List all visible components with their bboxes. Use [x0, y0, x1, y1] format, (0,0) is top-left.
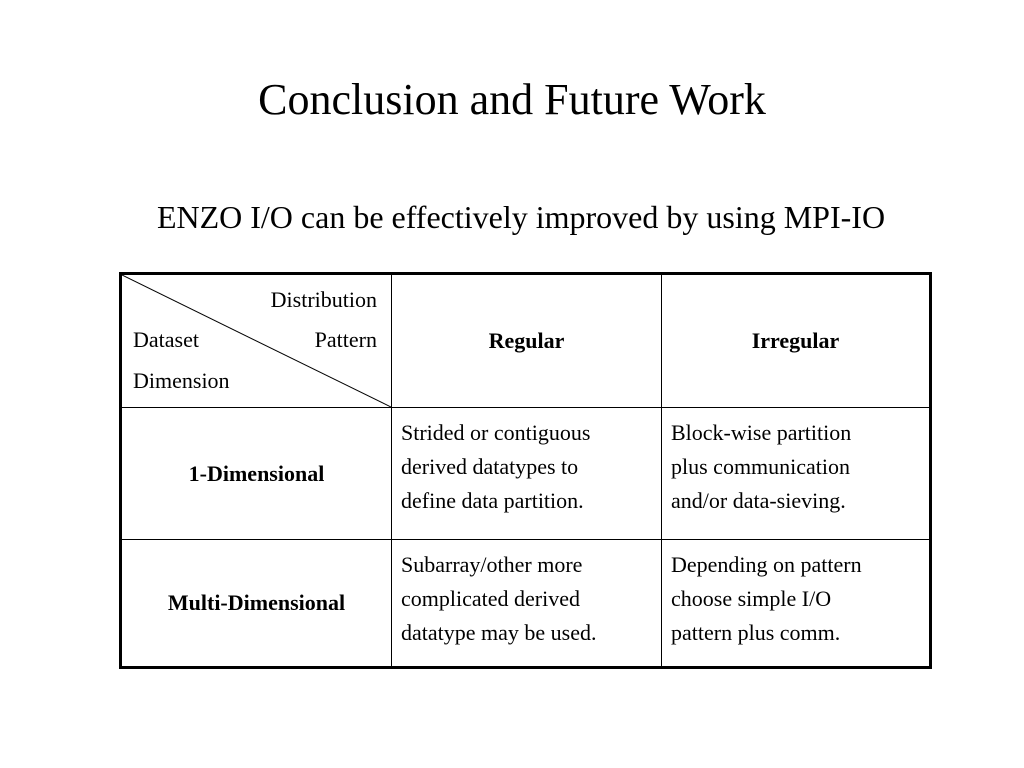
- table-cell-1d-irregular: Block-wise partition plus communication …: [662, 408, 929, 540]
- table-cell-1d-regular: Strided or contiguous derived datatypes …: [392, 408, 662, 540]
- cell-line: datatype may be used.: [401, 620, 597, 645]
- row-header-label: Multi-Dimensional: [167, 590, 346, 615]
- row-header-label: 1-Dimensional: [188, 460, 325, 486]
- cell-line: define data partition.: [401, 488, 584, 513]
- row-header-1d: 1-Dimensional: [122, 408, 392, 540]
- cell-line: plus communication: [671, 454, 851, 479]
- corner-label-dataset: Dataset: [133, 327, 199, 352]
- table-cell-multi-d-regular: Subarray/other more complicated derived …: [392, 540, 662, 666]
- column-header-regular: Regular: [392, 275, 662, 408]
- cell-line: choose simple I/O: [671, 586, 832, 611]
- row-header-multi-d: Multi-Dimensional: [122, 540, 392, 666]
- column-header-label: Regular: [488, 328, 565, 353]
- cell-line: Subarray/other more: [401, 552, 583, 577]
- corner-label-distribution: Distribution: [270, 287, 377, 312]
- corner-label-pattern: Pattern: [314, 327, 377, 352]
- comparison-table: Distribution Dataset Pattern Dimension R…: [119, 272, 932, 669]
- cell-line: pattern plus comm.: [671, 620, 841, 645]
- table-corner-header: Distribution Dataset Pattern Dimension: [122, 275, 392, 408]
- slide-title: Conclusion and Future Work: [258, 75, 766, 124]
- column-header-irregular: Irregular: [662, 275, 929, 408]
- column-header-label: Irregular: [751, 328, 840, 353]
- diagonal-divider: [122, 275, 391, 407]
- cell-line: Block-wise partition: [671, 420, 852, 445]
- cell-line: Depending on pattern: [671, 552, 862, 577]
- cell-line: complicated derived: [401, 586, 580, 611]
- cell-line: and/or data-sieving.: [671, 488, 846, 513]
- slide-subtitle: ENZO I/O can be effectively improved by …: [156, 199, 886, 235]
- table-cell-multi-d-irregular: Depending on pattern choose simple I/O p…: [662, 540, 929, 666]
- cell-line: Strided or contiguous: [401, 420, 591, 445]
- corner-label-dimension: Dimension: [133, 368, 230, 393]
- cell-line: derived datatypes to: [401, 454, 579, 479]
